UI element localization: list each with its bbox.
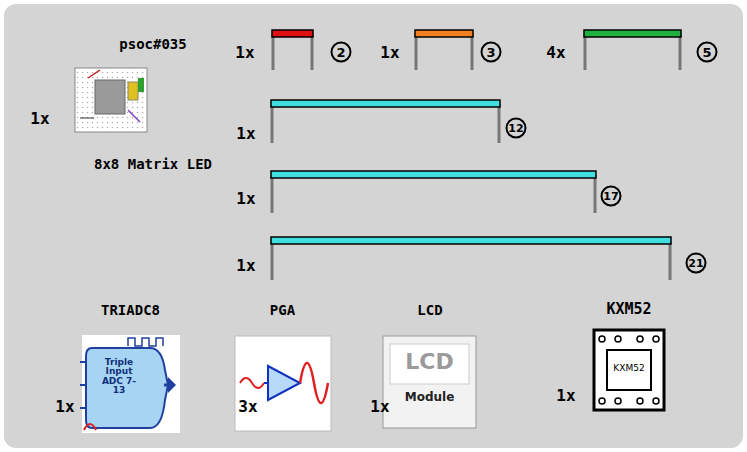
quantity-label: 1x — [30, 109, 49, 128]
adc-icon — [80, 335, 180, 433]
quantity-label: 1x — [556, 386, 575, 405]
callout-number: 2 — [331, 42, 352, 63]
kxm52-chip — [594, 330, 664, 410]
lcd-icon — [383, 336, 476, 428]
adc-part: TRIADC8Triple Input ADC 7-13 — [68, 300, 193, 435]
icon-text: Module — [383, 390, 476, 404]
quantity-label: 1x — [236, 189, 255, 208]
callout-number: 12 — [506, 118, 527, 139]
callout-number: 5 — [697, 42, 718, 63]
matrix-board-picture — [75, 68, 147, 132]
pga-icon — [235, 336, 331, 431]
icon-text: 8x8 Matrix LED — [58, 156, 248, 173]
part-name: KXM52 — [569, 300, 689, 318]
board-part: psoc#035 8x8 Matrix LED — [58, 36, 248, 178]
jumper-wires — [271, 30, 681, 280]
quantity-label: 1x — [236, 124, 255, 143]
quantity-label: 3x — [238, 397, 257, 416]
quantity-label: 1x — [55, 397, 74, 416]
quantity-label: 4x — [546, 43, 565, 62]
quantity-label: 1x — [235, 43, 254, 62]
part-name: PGA — [225, 302, 340, 319]
icon-text: LCD — [390, 349, 469, 375]
icon-text: Triple Input ADC 7-13 — [96, 358, 142, 396]
part-name: TRIADC8 — [68, 302, 193, 319]
quantity-label: 1x — [380, 43, 399, 62]
icon-text: KXM52 — [608, 363, 650, 374]
callout-number: 17 — [601, 186, 622, 207]
callout-number: 21 — [686, 253, 707, 274]
quantity-label: 1x — [236, 256, 255, 275]
background-panel — [4, 4, 743, 448]
quantity-label: 1x — [370, 397, 389, 416]
part-name: LCD — [370, 302, 490, 319]
part-name: psoc#035 — [58, 36, 248, 53]
kxm52-part: KXM52KXM52 — [569, 300, 689, 412]
callout-number: 3 — [481, 42, 502, 63]
